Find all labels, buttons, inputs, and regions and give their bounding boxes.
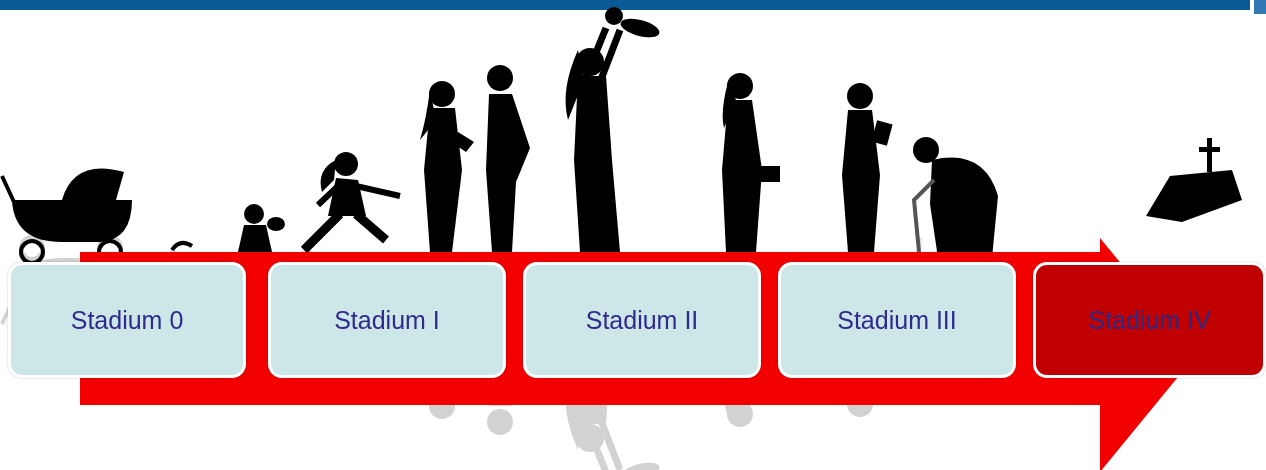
stage-box: Stadium II xyxy=(523,262,761,378)
stage-label: Stadium II xyxy=(586,306,699,335)
stage-label: Stadium 0 xyxy=(71,306,184,335)
timeline-arrow xyxy=(80,238,1196,470)
stage-label: Stadium III xyxy=(837,306,957,335)
stage-box: Stadium IV xyxy=(1033,262,1266,378)
stage-box: Stadium 0 xyxy=(8,262,246,378)
header-bar xyxy=(0,0,1250,10)
stage-label: Stadium IV xyxy=(1088,306,1210,335)
stage-box: Stadium III xyxy=(778,262,1016,378)
stage-box: Stadium I xyxy=(268,262,506,378)
header-bar xyxy=(1254,0,1266,14)
stage-label: Stadium I xyxy=(334,306,440,335)
life-silhouettes xyxy=(2,7,1242,263)
